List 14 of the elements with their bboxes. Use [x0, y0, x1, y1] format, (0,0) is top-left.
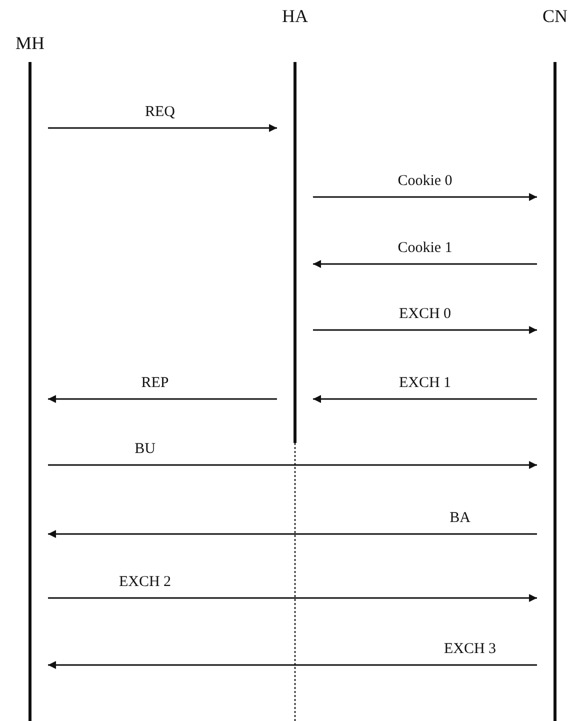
- participant-label: MH: [14, 33, 46, 53]
- arrow: [48, 594, 537, 602]
- arrow: [313, 193, 537, 201]
- arrow: [48, 461, 537, 469]
- arrow: [48, 530, 537, 538]
- message-label: REQ: [143, 104, 177, 121]
- arrow: [313, 326, 537, 334]
- arrow: [48, 395, 277, 403]
- arrow: [48, 124, 277, 132]
- participant-label: HA: [281, 6, 309, 26]
- arrow: [313, 260, 537, 268]
- arrow: [313, 395, 537, 403]
- arrow: [48, 661, 537, 669]
- participant-label: CN: [541, 6, 568, 26]
